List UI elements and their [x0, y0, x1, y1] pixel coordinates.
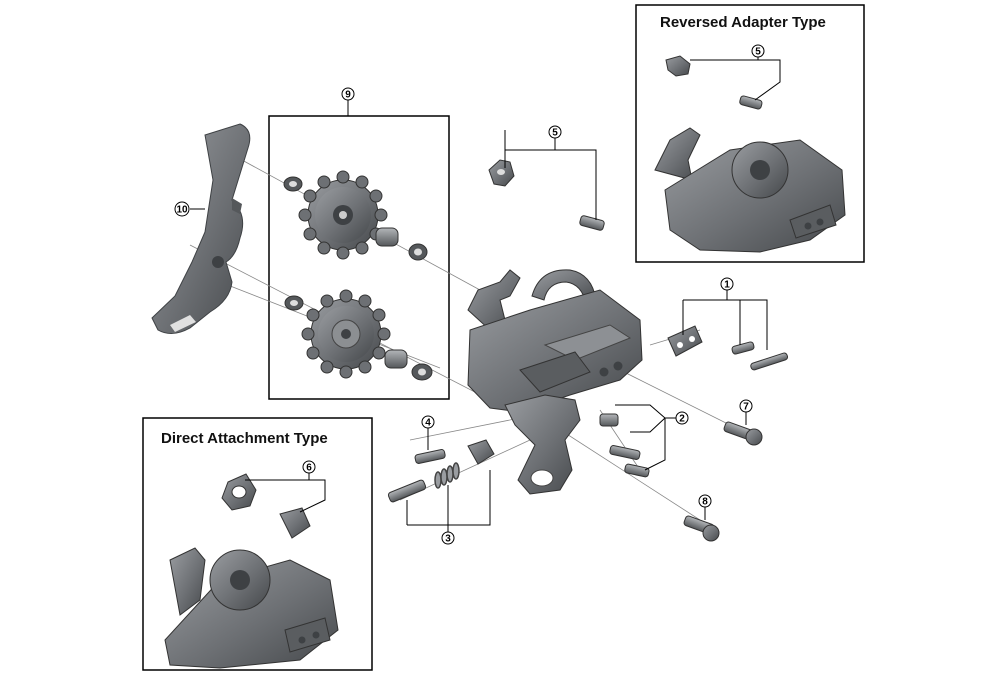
svg-text:10: 10	[176, 205, 188, 216]
callout-5-inset: 5	[751, 44, 765, 58]
callout-2: 2	[675, 411, 689, 425]
reversed-adapter-inset-frame	[635, 4, 865, 263]
callout-6: 6	[302, 460, 316, 474]
callout-5: 5	[548, 125, 562, 139]
hanger-adapter-part	[151, 123, 251, 334]
reversed-adapter-title: Reversed Adapter Type	[660, 14, 826, 31]
svg-text:5: 5	[755, 47, 761, 58]
callout-9: 9	[341, 87, 355, 101]
pulley-group-frame	[268, 115, 450, 400]
svg-text:4: 4	[425, 418, 431, 429]
reversed-adapter-illustration	[654, 55, 846, 253]
svg-text:5: 5	[552, 128, 558, 139]
callout-1: 1	[720, 277, 734, 291]
callout-3: 3	[441, 531, 455, 545]
adjust-pins	[599, 413, 650, 478]
tension-spring-set	[387, 439, 495, 503]
direct-attachment-title: Direct Attachment Type	[161, 430, 328, 447]
adapter-nut-and-bolt	[488, 159, 605, 231]
direct-attachment-illustration	[164, 473, 339, 669]
callout-10: 10	[174, 201, 190, 217]
cable-fixing-parts	[667, 325, 789, 371]
svg-text:1: 1	[724, 280, 730, 291]
direct-attachment-inset-frame	[142, 417, 373, 671]
callout-4: 4	[421, 415, 435, 429]
svg-text:9: 9	[345, 90, 351, 101]
svg-text:7: 7	[743, 402, 749, 413]
svg-text:2: 2	[679, 414, 685, 425]
rear-derailleur-body	[467, 269, 643, 495]
stroke-adjust-bolt	[414, 449, 446, 464]
guide-pulley-assembly	[283, 170, 433, 381]
svg-text:3: 3	[445, 534, 451, 545]
leader-lines	[190, 57, 781, 532]
callout-8: 8	[698, 494, 712, 508]
mounting-bolts	[683, 421, 763, 542]
svg-text:8: 8	[702, 497, 708, 508]
callout-7: 7	[739, 399, 753, 413]
svg-text:6: 6	[306, 463, 312, 474]
